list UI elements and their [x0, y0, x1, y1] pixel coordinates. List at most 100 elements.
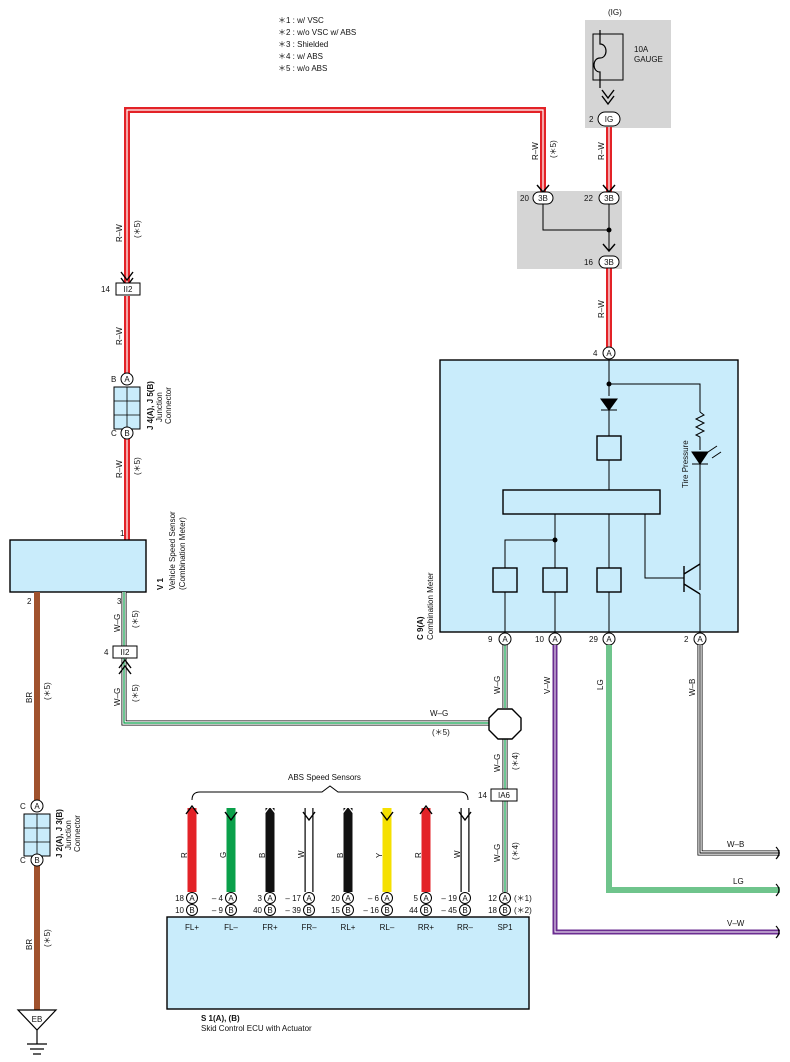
wire-label-rw-1: R–W [115, 224, 124, 242]
j45-title: J 4(A), J 5(B) [146, 381, 155, 430]
v1-name1: Vehicle Speed Sensor [168, 511, 177, 590]
vehicle-speed-sensor: 1 2 3 V 1 Vehicle Speed Sensor (Combinat… [9, 511, 187, 606]
j45-top-conn: A [124, 375, 130, 384]
wire-label-rw-3: R–W [597, 142, 606, 160]
j3b-right-pin: 22 [584, 194, 593, 203]
ecu-pin-b-number: – 45 [441, 906, 457, 915]
fuse-rating: 10A [634, 45, 649, 54]
wire-label-lg-1: LG [596, 679, 605, 690]
fuse-conn: IG [605, 115, 613, 124]
wire-label-wg-4: W–G [493, 754, 502, 772]
ground-label: EB [32, 1015, 43, 1024]
wire-vw [552, 645, 780, 935]
wire-label-lg-2: LG [733, 877, 744, 886]
ecu-pin-a [459, 892, 471, 904]
junction-3b: 3B 3B 20 22 3B 16 [520, 184, 620, 269]
j23-title: J 2(A), J 3(B) [55, 809, 64, 858]
ia6-conn: IA6 [498, 791, 511, 800]
wire-note-br-2: (＊5) [43, 929, 52, 947]
v1-pin3: 3 [117, 597, 122, 606]
ecu-pin-b [381, 904, 393, 916]
meter-pin-29: 29 [589, 635, 598, 644]
j23-bot-pin: C [20, 856, 26, 865]
wire-label-rw-2: R–W [531, 142, 540, 160]
ii2-top-pin: 14 [101, 285, 110, 294]
ecu-terminal-label: SP1 [497, 923, 513, 932]
abs-wire-label-rlp: B [336, 853, 345, 858]
ecu-pin-a-number: – 17 [285, 894, 301, 903]
meter-lamp: Tire Pressure [681, 440, 690, 488]
ecu-pin-b [264, 904, 276, 916]
splice-point [488, 708, 522, 740]
junction-j4-j5: A B B C J 4(A), J 5(B) Junction Connecto… [111, 372, 173, 440]
j23-desc2: Connector [73, 815, 82, 852]
ecu-pin-a-label: A [462, 894, 468, 903]
wire-label-vw-1: V–W [543, 676, 552, 694]
note-5: ＊5 : w/o ABS [278, 64, 327, 73]
ecu-note-sp1-a: (＊1) [514, 894, 532, 903]
wire-wg [121, 592, 508, 892]
ecu-pin-b [499, 904, 511, 916]
ecu-pin-a-label: A [384, 894, 390, 903]
meter-pin-2-conn: A [697, 635, 703, 644]
ecu-terminal-label: RR– [457, 923, 474, 932]
ii2-top-conn: II2 [124, 285, 133, 294]
ecu-terminal-label: FR– [301, 923, 317, 932]
connector-ia6: IA6 14 [478, 788, 518, 802]
ecu-terminal-label: RL+ [341, 923, 356, 932]
ecu-pin-a-number: – 6 [368, 894, 380, 903]
j23-top-conn: A [34, 802, 40, 811]
wire-label-wg-1: W–G [113, 614, 122, 632]
wire-note-wg-1: (＊5) [131, 610, 140, 628]
j3b-bottom-pin: 16 [584, 258, 593, 267]
ecu-pin-b-label: B [306, 906, 311, 915]
wire-label-rw-4: R–W [597, 300, 606, 318]
fuse-circuit-label: (IG) [608, 8, 622, 17]
ecu-pin-a-label: A [189, 894, 195, 903]
abs-title: ABS Speed Sensors [288, 773, 361, 782]
meter-pin-10-conn: A [552, 635, 558, 644]
v1-pin1: 1 [120, 529, 125, 538]
j23-top-pin: C [20, 802, 26, 811]
ecu-terminal-label: FL– [224, 923, 238, 932]
wire-label-wb-2: W–B [727, 840, 744, 849]
ecu-pin-b-number: – 16 [363, 906, 379, 915]
meter-top-pin: 4 [593, 349, 598, 358]
ecu-terminal-label: RR+ [418, 923, 435, 932]
meter-pin-29-conn: A [606, 635, 612, 644]
abs-wire-label-flp: R [180, 852, 189, 858]
note-2: ＊2 : w/o VSC w/ ABS [278, 28, 356, 37]
ecu-pin-b-label: B [228, 906, 233, 915]
ecu-pin-a-number: 3 [258, 894, 263, 903]
wire-label-wg-3: W–G [493, 676, 502, 694]
wire-label-rw-5: R–W [115, 327, 124, 345]
ecu-pin-b-number: 10 [175, 906, 184, 915]
ecu-pin-b-label: B [502, 906, 507, 915]
ecu-pin-b-label: B [423, 906, 428, 915]
wire-label-wg-2: W–G [113, 688, 122, 706]
wire-label-wb-1: W–B [688, 679, 697, 696]
j3b-bottom-conn: 3B [604, 258, 614, 267]
wire-label-vw-2: V–W [727, 919, 745, 928]
wire-label-wg-5: W–G [493, 844, 502, 862]
ecu-pin-a [342, 892, 354, 904]
wire-wb [697, 645, 780, 856]
meter-pin-10: 10 [535, 635, 544, 644]
note-4: ＊4 : w/ ABS [278, 52, 323, 61]
v1-id: V 1 [156, 577, 165, 590]
wire-note-rw-2: (＊5) [549, 140, 558, 158]
notes-legend: ＊1 : w/ VSC ＊2 : w/o VSC w/ ABS ＊3 : Shi… [278, 16, 356, 73]
j45-top-pin: B [111, 375, 116, 384]
wire-label-br-2: BR [25, 939, 34, 950]
ecu-pin-a-label: A [267, 894, 273, 903]
ecu-pin-b-number: 44 [409, 906, 418, 915]
ecu-name: Skid Control ECU with Actuator [201, 1024, 312, 1033]
ecu-pin-a-number: – 19 [441, 894, 457, 903]
ground-eb: EB [16, 1009, 58, 1055]
ecu-pin-a-number: 5 [414, 894, 419, 903]
abs-wire-label-rlm: Y [375, 852, 384, 858]
ecu-pin-a [303, 892, 315, 904]
meter-pin-2: 2 [684, 635, 689, 644]
ecu-pin-a [381, 892, 393, 904]
